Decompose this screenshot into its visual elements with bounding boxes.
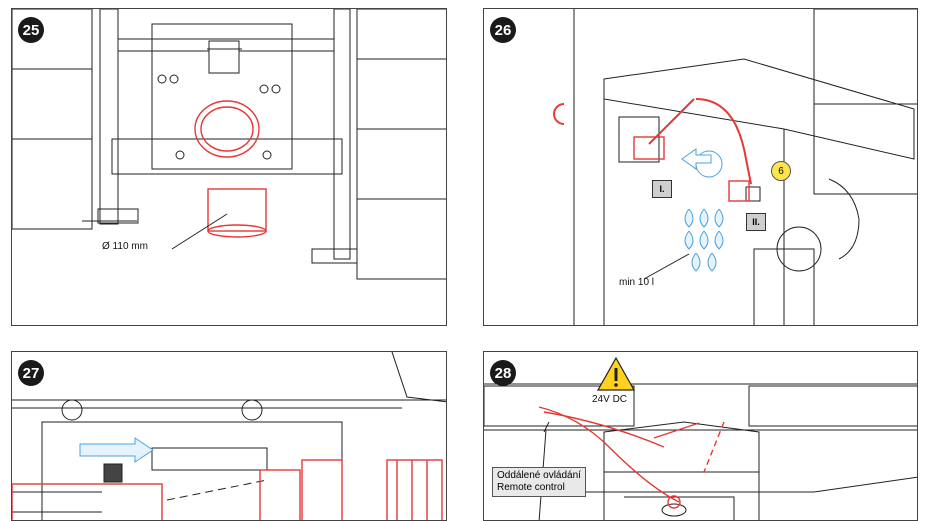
remote-control-wiring-illustration — [484, 383, 917, 520]
remote-control-callout: Oddálené ovládání Remote control — [492, 467, 586, 497]
marker-six: 6 — [771, 161, 791, 181]
panel-25: 25 — [11, 8, 447, 326]
step-number-badge: 28 — [490, 360, 516, 386]
step-number-badge: 27 — [18, 360, 44, 386]
warning-triangle-icon — [596, 356, 636, 391]
min-volume-label: min 10 l — [619, 277, 655, 288]
frame-installation-illustration — [12, 9, 446, 280]
step-number-badge: 26 — [490, 17, 516, 43]
tank-filling-illustration — [553, 9, 917, 325]
remote-control-english-label: Remote control — [497, 482, 565, 493]
pipe-diameter-label: Ø 110 mm — [102, 241, 148, 252]
step-one-tag: I. — [652, 180, 672, 198]
step-two-tag: II. — [746, 213, 766, 231]
step-number-badge: 25 — [18, 17, 44, 43]
cover-removal-illustration — [12, 352, 446, 520]
remote-control-czech-label: Oddálené ovládání — [497, 470, 581, 481]
voltage-label: 24V DC — [592, 394, 628, 405]
panel-28: 28 24V DC Oddálené ovládání Remote contr… — [483, 351, 918, 521]
panel-27: 27 — [11, 351, 447, 521]
panel-26: 26 — [483, 8, 918, 326]
